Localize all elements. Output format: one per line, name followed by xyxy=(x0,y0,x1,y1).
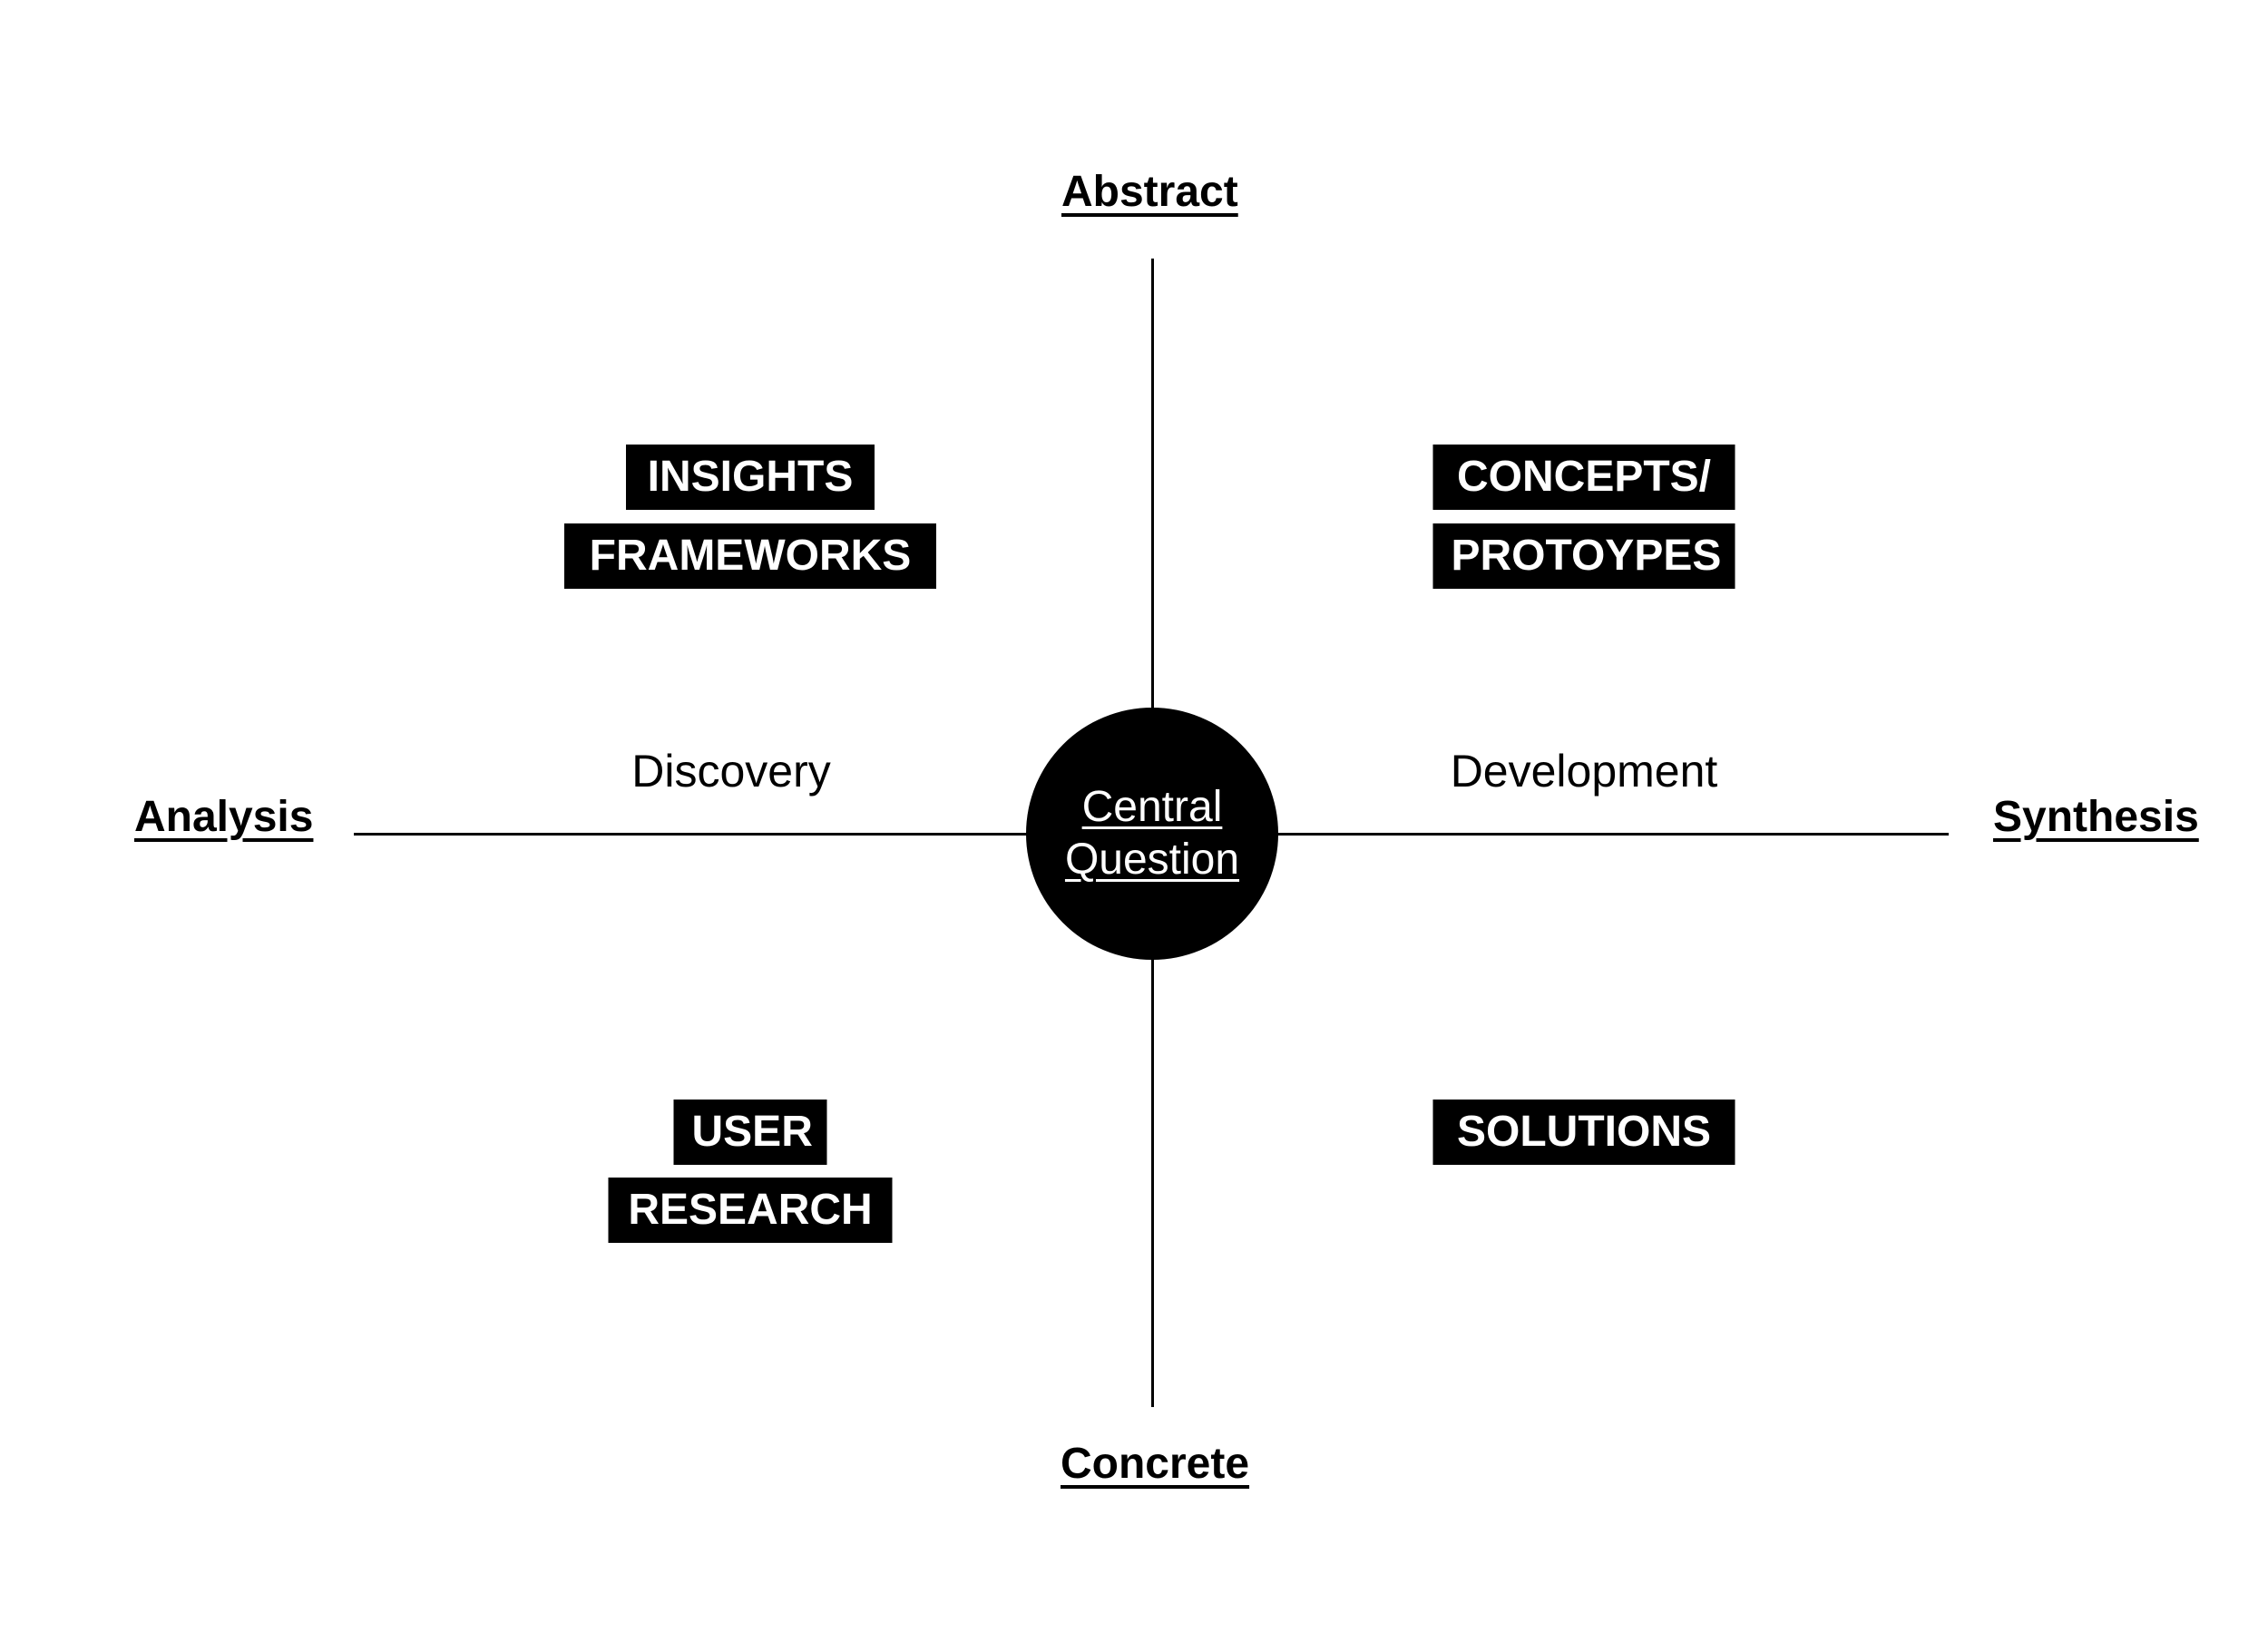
vertical-axis-top-line xyxy=(1151,259,1154,709)
tag-concepts: CONCEPTS/ xyxy=(1432,445,1735,510)
phase-label-discovery: Discovery xyxy=(631,746,831,797)
axis-label-concrete: Concrete xyxy=(1061,1440,1250,1488)
tag-prototypes: PROTOYPES xyxy=(1432,523,1735,589)
vertical-axis-bottom-line xyxy=(1151,958,1154,1407)
tag-insights: INSIGHTS xyxy=(626,445,875,510)
axis-label-synthesis: Synthesis xyxy=(1993,793,2199,841)
axis-label-analysis: Analysis xyxy=(134,793,314,841)
phase-label-development: Development xyxy=(1450,746,1718,797)
central-question-line-2: Question xyxy=(1064,836,1240,884)
central-question-line-1: Central xyxy=(1081,783,1223,831)
tag-solutions: SOLUTIONS xyxy=(1432,1100,1735,1165)
central-question-circle: Central Question xyxy=(1026,708,1278,960)
tag-user: USER xyxy=(673,1100,827,1165)
axis-label-abstract: Abstract xyxy=(1061,168,1238,216)
tag-research: RESEARCH xyxy=(608,1178,893,1243)
tag-frameworks: FRAMEWORKS xyxy=(564,523,936,589)
horizontal-axis-right-line xyxy=(1276,833,1949,836)
horizontal-axis-left-line xyxy=(354,833,1028,836)
